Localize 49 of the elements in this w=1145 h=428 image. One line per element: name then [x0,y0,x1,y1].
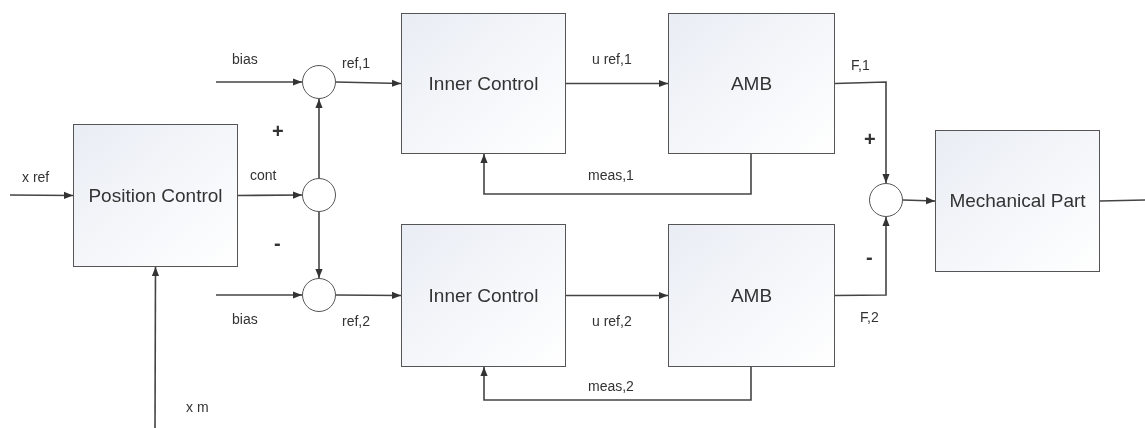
block-box [668,224,835,367]
edge-label: u ref,1 [592,50,632,68]
block-label: Inner Control [427,71,540,96]
sign-label: - [866,246,873,268]
arrow [335,291,402,300]
summing-junction [869,183,903,217]
arrow [215,78,303,86]
arrow [315,211,323,279]
arrow [237,191,303,199]
edge-label: x ref [22,168,50,186]
block-label: AMB [729,283,774,308]
edge-label: x m [186,398,209,416]
arrow [480,366,752,401]
block-box [73,124,238,267]
block-box [401,13,566,154]
arrow [902,197,936,205]
edge-label: cont [250,166,277,184]
edge-label: bias [232,50,258,68]
summing-junction [302,65,336,99]
edge-label: F,1 [851,56,870,74]
arrow [9,191,74,200]
summing-junction [302,278,336,312]
arrow [215,291,303,299]
block-label: AMB [729,71,774,96]
block-label: Position Control [87,183,224,208]
edge-label: ref,2 [342,312,370,330]
arrow [151,266,160,428]
arrow [480,153,752,195]
sign-label: + [272,120,284,142]
edge-label: meas,2 [588,377,634,395]
arrow [834,81,890,184]
sign-label: + [864,128,876,150]
block-box [935,130,1100,272]
arrow [834,216,890,297]
arrow [315,98,323,179]
arrow [335,79,402,87]
edge-label: u ref,2 [592,312,632,330]
summing-junction [302,178,336,212]
edge-label: ref,1 [342,54,370,72]
arrow [565,291,669,300]
block-label: Mechanical Part [948,189,1087,213]
arrow [565,79,669,88]
sign-label: - [274,232,281,254]
block-box [401,224,566,367]
block-label: Inner Control [427,283,540,308]
edge-label: meas,1 [588,166,634,184]
edge-label: bias [232,310,258,328]
block-box [668,13,835,154]
edge-label: F,2 [860,308,879,326]
